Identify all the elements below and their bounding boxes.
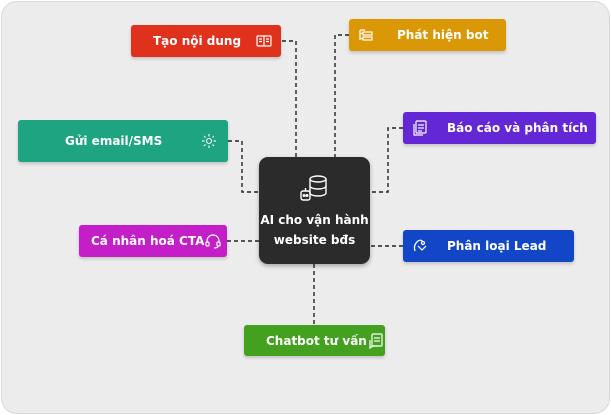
connector-phat-hien-bot bbox=[334, 34, 349, 160]
connector-gui-email bbox=[228, 140, 259, 193]
filter-list-icon bbox=[355, 24, 377, 46]
headset-icon bbox=[204, 230, 222, 252]
database-robot-icon bbox=[298, 171, 332, 205]
connector-bao-cao bbox=[370, 127, 403, 193]
central-hub: AI cho vận hành website bđs bbox=[259, 157, 370, 264]
node-ca-nhan-hoa: Cá nhân hoá CTA bbox=[79, 225, 227, 257]
node-label: Tạo nội dung bbox=[153, 34, 242, 48]
node-label: Gửi email/SMS bbox=[65, 134, 163, 148]
hub-title-line-1: AI cho vận hành bbox=[260, 213, 369, 227]
node-bao-cao: Báo cáo và phân tích bbox=[403, 112, 596, 144]
node-tao-noi-dung: Tạo nội dung bbox=[131, 25, 281, 57]
broadcast-icon bbox=[198, 130, 220, 152]
node-phan-loai: Phân loại Lead bbox=[403, 230, 574, 262]
connector-tao-noi-dung bbox=[282, 40, 297, 160]
hub-title-line-2: website bđs bbox=[273, 233, 356, 247]
node-chatbot: Chatbot tư vấn bbox=[244, 325, 385, 356]
report-icon bbox=[409, 117, 431, 139]
node-gui-email: Gửi email/SMS bbox=[18, 120, 228, 162]
node-label: Phát hiện bot bbox=[397, 28, 489, 42]
node-label: Chatbot tư vấn bbox=[266, 333, 367, 348]
chat-document-icon bbox=[367, 330, 385, 352]
node-label: Cá nhân hoá CTA bbox=[91, 234, 205, 248]
node-label: Phân loại Lead bbox=[447, 239, 547, 253]
node-phat-hien-bot: Phát hiện bot bbox=[349, 19, 506, 51]
sort-icon bbox=[409, 235, 431, 257]
book-icon bbox=[253, 30, 275, 52]
node-label: Báo cáo và phân tích bbox=[447, 121, 588, 135]
